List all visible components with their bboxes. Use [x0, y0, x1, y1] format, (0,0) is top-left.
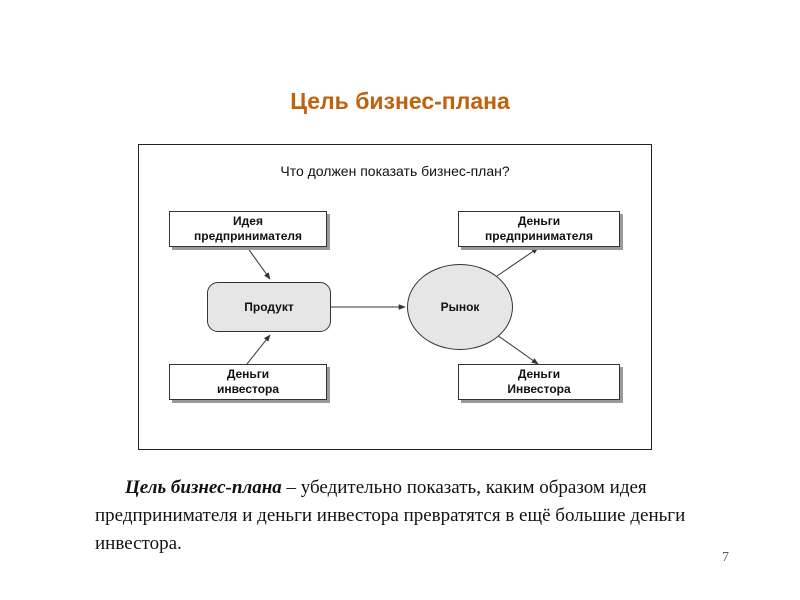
slide-title: Цель бизнес-плана: [290, 88, 510, 114]
goal-paragraph: Цель бизнес-плана – убедительно показать…: [95, 474, 745, 558]
arrow-investor-to-product: [246, 334, 271, 365]
arrow-market-to-entrepreneur: [496, 247, 539, 277]
product-box: Продукт: [207, 282, 331, 332]
investor-money-out-box: Деньги Инвестора: [458, 364, 620, 400]
business-plan-diagram: Что должен показать бизнес-план? Идея пр…: [138, 144, 652, 450]
goal-body: – убедительно показать, каким образом ид…: [95, 477, 686, 554]
goal-lead: Цель бизнес-плана: [125, 477, 282, 498]
investor-money-box: Деньги инвестора: [169, 364, 327, 400]
market-circle: Рынок: [407, 264, 513, 350]
idea-box: Идея предпринимателя: [169, 211, 327, 247]
arrow-idea-to-product: [246, 246, 271, 280]
page-number: 7: [722, 550, 729, 565]
diagram-question: Что должен показать бизнес-план?: [280, 163, 510, 179]
arrow-market-to-investor: [496, 334, 539, 365]
diagram-arrows: [246, 246, 539, 365]
entrepreneur-money-box: Деньги предпринимателя: [458, 211, 620, 247]
